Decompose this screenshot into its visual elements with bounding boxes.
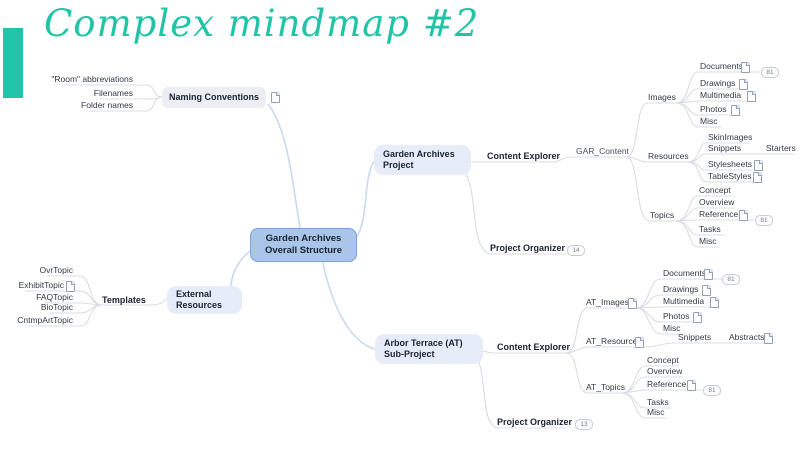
document-icon[interactable] xyxy=(271,92,280,103)
topic-garden-archives-project[interactable]: Garden Archives Project xyxy=(374,145,471,175)
topic-exhibittopic[interactable]: ExhibitTopic xyxy=(18,280,64,290)
document-icon[interactable] xyxy=(710,297,719,308)
topic-biotopic[interactable]: BioTopic xyxy=(40,302,73,312)
count-badge: 14 xyxy=(567,245,585,256)
topic-reference-at[interactable]: Reference xyxy=(647,379,687,389)
document-icon[interactable] xyxy=(693,312,702,323)
topic-concept-gar[interactable]: Concept xyxy=(699,185,731,195)
topic-external-resources[interactable]: External Resources xyxy=(167,286,242,314)
document-icon[interactable] xyxy=(687,380,696,391)
document-icon[interactable] xyxy=(739,79,748,90)
topic-documents-gar[interactable]: Documents xyxy=(700,61,743,71)
topic-tasks-gar[interactable]: Tasks xyxy=(699,224,721,234)
topic-drawings-gar[interactable]: Drawings xyxy=(700,78,736,88)
topic-stylesheets[interactable]: Stylesheets xyxy=(708,159,752,169)
topic-documents-at[interactable]: Documents xyxy=(663,268,706,278)
document-icon[interactable] xyxy=(747,91,756,102)
topic-topics-gar[interactable]: Topics xyxy=(650,210,675,220)
topic-abstracts[interactable]: Abstracts xyxy=(729,332,765,342)
topic-content-explorer-gar[interactable]: Content Explorer xyxy=(487,151,561,161)
topic-cntmparttopic[interactable]: CntmpArtTopic xyxy=(17,315,73,325)
count-badge: 81 xyxy=(761,67,779,78)
topic-naming-conventions[interactable]: Naming Conventions xyxy=(162,87,266,108)
topic-multimedia-gar[interactable]: Multimedia xyxy=(700,90,742,100)
document-icon[interactable] xyxy=(628,298,637,309)
topic-misc-images-at[interactable]: Misc xyxy=(663,323,681,333)
document-icon[interactable] xyxy=(66,281,75,292)
document-icon[interactable] xyxy=(754,160,763,171)
topic-misc-images-gar[interactable]: Misc xyxy=(700,116,718,126)
topic-project-organizer-at[interactable]: Project Organizer xyxy=(497,417,573,427)
topic-starters[interactable]: Starters xyxy=(766,143,796,153)
document-icon[interactable] xyxy=(764,333,773,344)
topic-filenames[interactable]: Filenames xyxy=(93,88,133,98)
topic-overview-gar[interactable]: Overview xyxy=(699,197,735,207)
accent-bar xyxy=(3,28,23,98)
document-icon[interactable] xyxy=(635,337,644,348)
topic-at-resources[interactable]: AT_Resources xyxy=(586,336,642,346)
document-icon[interactable] xyxy=(702,285,711,296)
count-badge: 81 xyxy=(755,215,773,226)
central-topic[interactable]: Garden Archives Overall Structure xyxy=(250,228,357,262)
topic-misc-topics-gar[interactable]: Misc xyxy=(699,236,717,246)
topic-misc-topics-at[interactable]: Misc xyxy=(647,407,665,417)
topic-images[interactable]: Images xyxy=(648,92,676,102)
topic-tablestyles[interactable]: TableStyles xyxy=(708,171,752,181)
topic-at-topics[interactable]: AT_Topics xyxy=(586,382,626,392)
count-badge: 81 xyxy=(703,385,721,396)
topic-folder-names[interactable]: Folder names xyxy=(81,100,133,110)
count-badge: 81 xyxy=(722,274,740,285)
topic-content-explorer-at[interactable]: Content Explorer xyxy=(497,342,571,352)
topic-resources[interactable]: Resources xyxy=(648,151,689,161)
topic-overview-at[interactable]: Overview xyxy=(647,366,683,376)
topic-photos-gar[interactable]: Photos xyxy=(700,104,727,114)
topic-multimedia-at[interactable]: Multimedia xyxy=(663,296,705,306)
topic-gar-content[interactable]: GAR_Content xyxy=(576,146,629,156)
topic-tasks-at[interactable]: Tasks xyxy=(647,397,669,407)
topic-snippets-at[interactable]: Snippets xyxy=(678,332,712,342)
topic-faqtopic[interactable]: FAQTopic xyxy=(36,292,73,302)
topic-photos-at[interactable]: Photos xyxy=(663,311,690,321)
topic-templates[interactable]: Templates xyxy=(102,295,146,305)
topic-drawings-at[interactable]: Drawings xyxy=(663,284,699,294)
topic-snippets-gar[interactable]: Snippets xyxy=(708,143,742,153)
topic-concept-at[interactable]: Concept xyxy=(647,355,679,365)
document-icon[interactable] xyxy=(753,172,762,183)
topic-skinimages[interactable]: SkinImages xyxy=(708,132,753,142)
topic-project-organizer-gar[interactable]: Project Organizer xyxy=(490,243,566,253)
document-icon[interactable] xyxy=(739,210,748,221)
document-icon[interactable] xyxy=(741,62,750,73)
topic-room-abbreviations[interactable]: "Room" abbreviations xyxy=(51,74,133,84)
document-icon[interactable] xyxy=(704,269,713,280)
topic-reference-gar[interactable]: Reference xyxy=(699,209,739,219)
document-icon[interactable] xyxy=(731,105,740,116)
page-title: Complex mindmap #2 xyxy=(44,2,480,45)
topic-arbor-terrace[interactable]: Arbor Terrace (AT) Sub-Project xyxy=(375,334,483,364)
count-badge: 13 xyxy=(575,419,593,430)
topic-at-images[interactable]: AT_Images xyxy=(586,297,629,307)
topic-ovrtopic[interactable]: OvrTopic xyxy=(39,265,73,275)
